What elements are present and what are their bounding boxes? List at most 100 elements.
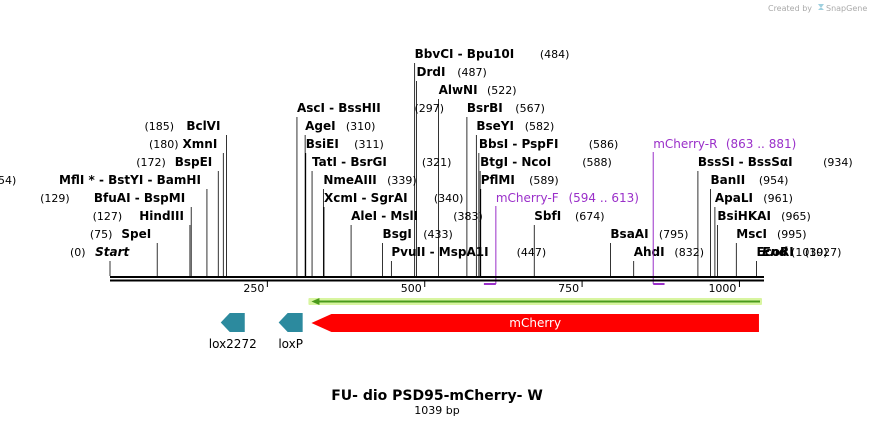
site-position-label: (297): [414, 102, 444, 115]
primer-name-label: mCherry-F: [496, 191, 559, 205]
site-position-label: (311): [354, 138, 384, 151]
site-enzyme-label: BseYI: [476, 119, 514, 133]
site-position-label: (129): [40, 192, 70, 205]
site-position-label: (172): [136, 156, 166, 169]
site-position-label: (185): [144, 120, 174, 133]
site-position-label: (961): [763, 192, 793, 205]
snapgene-logo-icon: [818, 4, 824, 10]
features: mCherry loxP lox2272: [209, 313, 759, 351]
credit-label: Created by: [768, 4, 812, 13]
site-position-label: (589): [529, 174, 559, 187]
site-position-label: (75): [90, 228, 113, 241]
end-label: End: [762, 245, 788, 259]
site-position-label: (674): [575, 210, 605, 223]
map-length: 1039 bp: [414, 404, 459, 417]
orf-track: [308, 298, 762, 305]
site-enzyme-label: BsgI: [383, 227, 412, 241]
site-enzyme-label: DrdI: [417, 65, 446, 79]
ruler-tick-label: 1000: [708, 282, 736, 295]
site-enzyme-label: NmeAIII: [323, 173, 376, 187]
site-enzyme-label: HindIII: [139, 209, 184, 223]
site-enzyme-label: BsrBI: [467, 101, 503, 115]
feature-label: lox2272: [209, 337, 257, 351]
site-position-label: (447): [517, 246, 547, 259]
site-enzyme-label: XcmI - SgrAI: [324, 191, 408, 205]
site-enzyme-label: MscI: [736, 227, 767, 241]
site-enzyme-label: PvuII - MspA1I: [391, 245, 488, 259]
site-position-label: (934): [823, 156, 853, 169]
ruler-tick-label: 250: [243, 282, 264, 295]
site-enzyme-label: BspEI: [175, 155, 213, 169]
site-position-label: (487): [457, 66, 487, 79]
site-enzyme-label: BtgI - NcoI: [480, 155, 551, 169]
site-enzyme-label: TatI - BsrGI: [312, 155, 387, 169]
ruler-ticks: 250 500 750 1000: [243, 281, 740, 295]
site-enzyme-label: AhdI: [634, 245, 665, 259]
site-position-label: (567): [515, 102, 545, 115]
site-position-label: (484): [540, 48, 570, 61]
orf-arrowhead: [311, 298, 320, 305]
primer-name-label: mCherry-R: [653, 137, 717, 151]
loxp-feature-arrow: [278, 313, 303, 332]
site-position-label: (383): [453, 210, 483, 223]
site-enzyme-label: BanII: [710, 173, 745, 187]
backbone-bottom-strand: [110, 279, 764, 282]
site-enzyme-label: BssSI - BssSαI: [698, 155, 793, 169]
site-position-label: (340): [434, 192, 464, 205]
site-enzyme-label: BbsI - PspFI: [479, 137, 559, 151]
site-enzyme-label: AgeI: [305, 119, 335, 133]
primer-range-label: (863 .. 881): [726, 137, 796, 151]
site-enzyme-label: BbvCI - Bpu10I: [415, 47, 515, 61]
site-position-label: (180): [149, 138, 179, 151]
site-position-label: (339): [387, 174, 417, 187]
end-position-label: (1039): [791, 246, 828, 259]
site-enzyme-label: BsiEI: [306, 137, 339, 151]
credit-brand: SnapGene: [826, 4, 867, 13]
site-enzyme-label: BsaAI: [610, 227, 648, 241]
site-enzyme-label: BsiHKAI: [717, 209, 771, 223]
site-position-label: (522): [487, 84, 517, 97]
site-position-label: (582): [525, 120, 555, 133]
site-enzyme-label: AlwNI: [439, 83, 478, 97]
site-enzyme-label: PflMI: [481, 173, 515, 187]
mcherry-feature-arrow: [311, 314, 759, 332]
dna-backbone: [110, 276, 764, 282]
site-position-label: (588): [582, 156, 612, 169]
site-enzyme-label: AleI - MslI: [351, 209, 418, 223]
start-position-label: (0): [70, 246, 86, 259]
site-enzyme-label: EcoRI: [756, 245, 793, 259]
site-position-label: (965): [781, 210, 811, 223]
site-position-label: (832): [674, 246, 704, 259]
site-position-label: (321): [422, 156, 452, 169]
map-title: FU- dio PSD95-mCherry- W: [331, 388, 543, 404]
site-position-label: (954): [759, 174, 789, 187]
site-enzyme-label: AscI - BssHII: [297, 101, 381, 115]
primer-range-label: (594 .. 613): [568, 191, 638, 205]
primers: mCherry-F (594 .. 613) mCherry-R (863 .. 88…: [483, 137, 796, 285]
site-enzyme-label: BclVI: [186, 119, 220, 133]
lox2272-feature-arrow: [220, 313, 245, 332]
site-enzyme-label: ApaLI: [715, 191, 753, 205]
site-enzyme-label: MflI * - BstYI - BamHI: [59, 173, 201, 187]
restriction-sites: SpeI (75) HindIII (127) BfuAI - BspMI (129) Mf…: [0, 47, 853, 276]
snapgene-logo: [818, 4, 824, 10]
site-position-label: (995): [777, 228, 807, 241]
site-position-label: (154): [0, 174, 16, 187]
backbone-top-strand: [110, 276, 764, 278]
site-enzyme-label: SpeI: [121, 227, 151, 241]
feature-label: loxP: [278, 337, 303, 351]
ruler-tick-label: 750: [558, 282, 579, 295]
site-enzyme-label: SbfI: [534, 209, 561, 223]
feature-label: mCherry: [509, 316, 561, 330]
site-position-label: (795): [659, 228, 689, 241]
site-enzyme-label: XmnI: [183, 137, 218, 151]
start-label: Start: [95, 245, 130, 259]
site-position-label: (127): [93, 210, 123, 223]
site-position-label: (586): [589, 138, 619, 151]
site-position-label: (433): [423, 228, 453, 241]
site-position-label: (1027): [805, 246, 842, 259]
site-enzyme-label: BfuAI - BspMI: [94, 191, 185, 205]
site-position-label: (310): [346, 120, 376, 133]
ruler-tick-label: 500: [401, 282, 422, 295]
